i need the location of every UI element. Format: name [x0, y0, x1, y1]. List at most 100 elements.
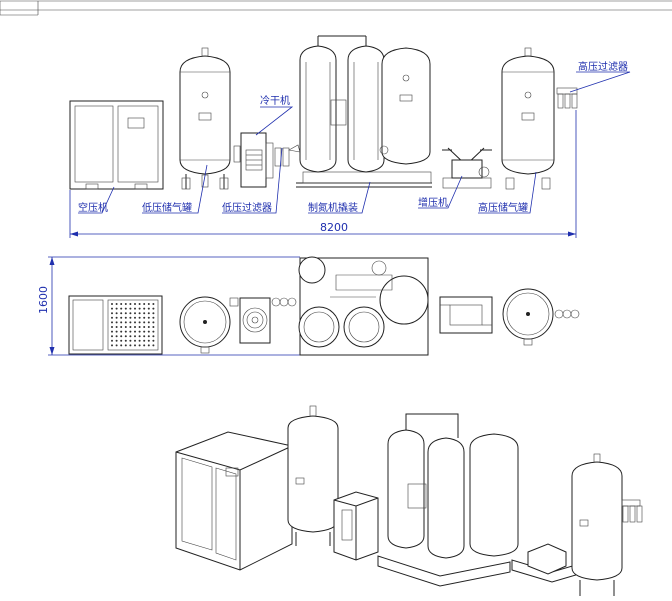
low-pressure-tank-plan [179, 296, 231, 354]
grille-dot [134, 335, 136, 338]
grille-dot [124, 335, 127, 338]
grille-dot [143, 330, 146, 333]
grille-dot [138, 321, 141, 324]
grille-dot [143, 321, 146, 324]
air-compressor-plan [68, 295, 163, 355]
grille-dot [134, 330, 136, 333]
nitrogen-skid-iso [377, 413, 519, 587]
grille-dot [147, 321, 150, 324]
grille-dot [129, 330, 132, 333]
grille-dot [129, 344, 132, 347]
nitrogen-skid-front [296, 35, 432, 188]
grille-dot [111, 316, 113, 319]
grille-dot [115, 344, 118, 347]
grille-dot [111, 344, 113, 347]
label-high-pressure-filter: 高压过滤器 [578, 60, 628, 73]
grille-dot [111, 339, 113, 342]
compressor-grille [111, 303, 155, 347]
grille-dot [152, 330, 155, 333]
grille-dot [115, 335, 118, 338]
dryer-and-filter-front [233, 132, 301, 188]
grille-dot [138, 330, 141, 333]
dryer-iso [333, 491, 379, 561]
grille-dot [124, 303, 127, 305]
grille-dot [143, 303, 146, 305]
grille-dot [147, 303, 150, 305]
nitrogen-skid-plan [298, 256, 429, 356]
grille-dot [115, 339, 118, 342]
label-low-pressure-filter: 低压过滤器 [222, 201, 272, 214]
isometric-view [175, 405, 643, 596]
grille-dot [152, 303, 155, 305]
grille-dot [147, 339, 150, 342]
grille-dot [152, 312, 155, 315]
grille-dot [111, 321, 113, 324]
grille-dot [124, 307, 127, 310]
grille-dot [134, 307, 136, 310]
length-dimension [69, 110, 577, 238]
grille-dot [129, 307, 132, 310]
air-compressor-front [69, 100, 164, 190]
leader-lines [78, 71, 631, 214]
grille-dot [138, 303, 141, 305]
grille-dot [143, 339, 146, 342]
grille-dot [120, 330, 123, 333]
grille-dot [152, 339, 155, 342]
grille-dot [134, 344, 136, 347]
grille-dot [143, 326, 146, 328]
grille-dot [129, 326, 132, 328]
grille-dot [129, 312, 132, 315]
grille-dot [152, 326, 155, 328]
grille-dot [111, 326, 113, 328]
grille-dot [138, 316, 141, 319]
grille-dot [147, 312, 150, 315]
label-nitrogen-skid: 制氮机撬装 [308, 201, 358, 214]
grille-dot [124, 321, 127, 324]
grille-dot [129, 321, 132, 324]
grille-dot [120, 326, 123, 328]
grille-dot [138, 335, 141, 338]
booster-plan [439, 296, 493, 334]
grille-dot [111, 335, 113, 338]
grille-dot [129, 335, 132, 338]
grille-dot [120, 321, 123, 324]
grille-dot [152, 344, 155, 347]
grille-dot [120, 316, 123, 319]
width-dimension [48, 256, 300, 356]
dimension-width-value: 1600 [37, 286, 50, 314]
grille-dot [120, 307, 123, 310]
grille-dot [138, 326, 141, 328]
low-pressure-tank-front [179, 47, 231, 190]
grille-dot [134, 316, 136, 319]
grille-dot [134, 339, 136, 342]
grille-dot [120, 335, 123, 338]
grille-dot [115, 316, 118, 319]
grille-dot [134, 312, 136, 315]
grille-dot [147, 326, 150, 328]
grille-dot [129, 303, 132, 305]
grille-dot [120, 312, 123, 315]
dimension-length-value: 8200 [320, 221, 348, 234]
grille-dot [124, 312, 127, 315]
grille-dot [147, 335, 150, 338]
grille-dot [147, 344, 150, 347]
grille-dot [115, 312, 118, 315]
grille-dot [111, 330, 113, 333]
grille-dot [147, 316, 150, 319]
grille-dot [115, 330, 118, 333]
grille-dot [143, 312, 146, 315]
grille-dot [120, 339, 123, 342]
grille-dot [115, 321, 118, 324]
grille-dot [124, 326, 127, 328]
label-high-pressure-tank: 高压储气罐 [478, 201, 528, 214]
grille-dot [152, 307, 155, 310]
grille-dot [124, 339, 127, 342]
grille-dot [124, 316, 127, 319]
grille-dot [129, 316, 132, 319]
grille-dot [147, 307, 150, 310]
grille-dot [111, 307, 113, 310]
grille-dot [138, 312, 141, 315]
label-air-compressor: 空压机 [78, 201, 108, 214]
grille-dot [143, 316, 146, 319]
